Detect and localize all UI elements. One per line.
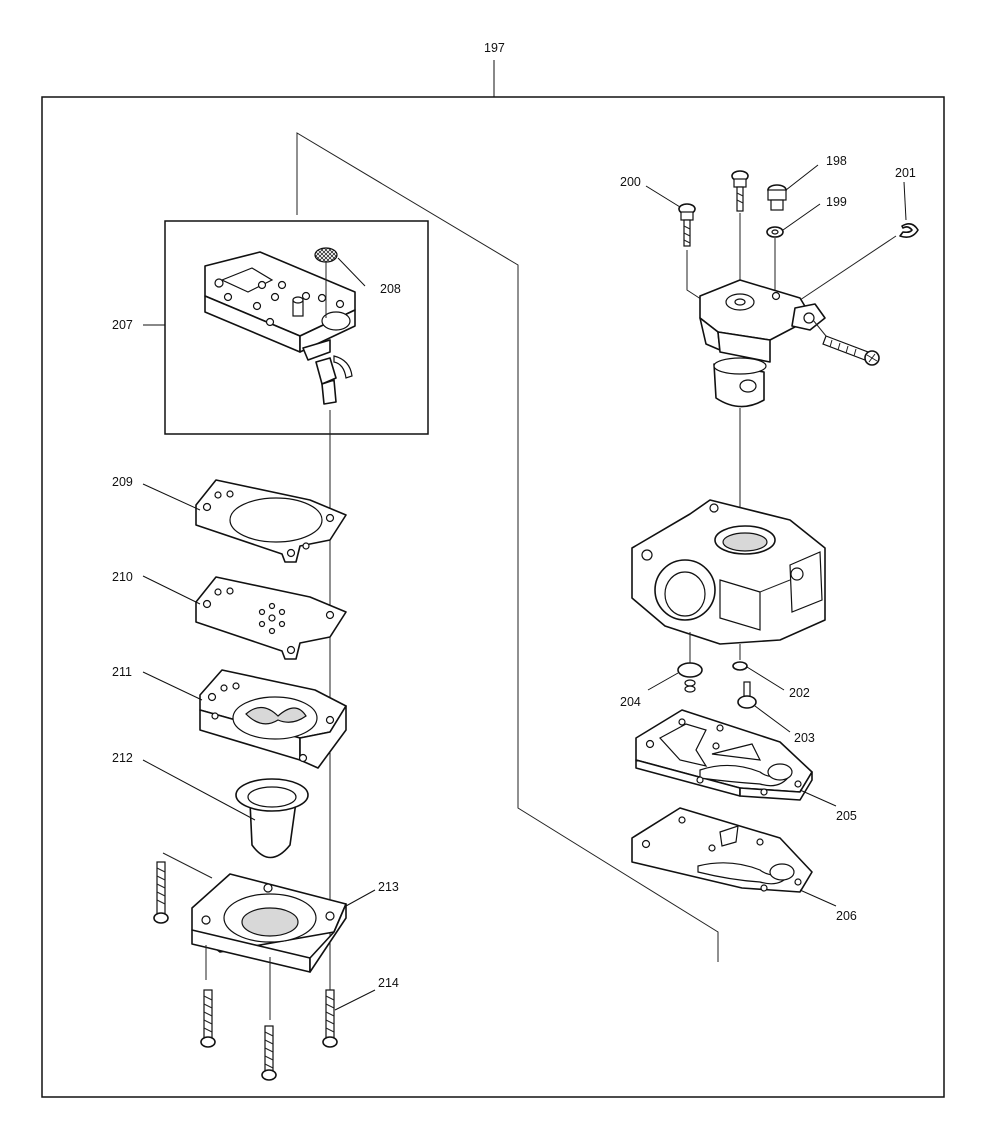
leader-203 — [754, 705, 791, 733]
part-208-screen — [314, 247, 338, 263]
part-200-screw — [678, 203, 696, 247]
label-213: 213 — [378, 880, 399, 894]
part-214-screw-c — [261, 1025, 277, 1081]
guide-213 — [162, 852, 213, 879]
part-202-oring — [732, 661, 748, 671]
part-204-valve — [677, 662, 703, 693]
leader-212 — [142, 759, 256, 821]
part-206-diaphragm — [631, 807, 813, 893]
leader-209 — [142, 483, 201, 511]
part-214-screw-b — [200, 989, 216, 1048]
part-throttle-assembly — [699, 279, 826, 408]
leader-205 — [799, 789, 837, 807]
label-206: 206 — [836, 909, 857, 923]
part-side-screw — [822, 335, 880, 366]
assembly-frame — [41, 96, 945, 1098]
part-214-screw-a — [153, 861, 169, 924]
leader-202 — [746, 666, 785, 691]
part-carburetor-body — [631, 499, 826, 645]
part-211-pump-body — [199, 669, 347, 769]
assembly-number-label: 197 — [484, 41, 505, 55]
label-202: 202 — [789, 686, 810, 700]
label-198: 198 — [826, 154, 847, 168]
leader-201 — [903, 181, 907, 221]
part-214-screw-d — [322, 989, 338, 1048]
part-top-screw — [731, 170, 749, 212]
part-209-gasket — [195, 479, 347, 563]
leader-206 — [799, 889, 837, 907]
label-204: 204 — [620, 695, 641, 709]
part-210-diaphragm — [195, 576, 347, 660]
guide-side-screw — [812, 319, 827, 337]
leader-204 — [647, 672, 679, 691]
leader-214 — [334, 989, 376, 1011]
label-205: 205 — [836, 809, 857, 823]
label-207: 207 — [112, 318, 133, 332]
leader-208 — [337, 257, 366, 287]
label-212: 212 — [112, 751, 133, 765]
label-201: 201 — [895, 166, 916, 180]
guide-201 — [799, 235, 897, 301]
leader-199 — [782, 203, 821, 231]
part-199-washer — [766, 226, 784, 238]
part-207-box — [164, 220, 429, 435]
label-211: 211 — [112, 665, 132, 679]
group-bracket — [296, 132, 719, 962]
part-207-pump-cover — [204, 251, 356, 405]
part-212-primer-bulb — [235, 778, 309, 859]
label-203: 203 — [794, 731, 815, 745]
leader-211 — [142, 671, 203, 701]
leader-198 — [785, 164, 819, 191]
label-209: 209 — [112, 475, 133, 489]
leader-210 — [142, 575, 201, 605]
leader-200 — [645, 185, 681, 208]
label-214: 214 — [378, 976, 399, 990]
part-203-needle — [737, 681, 757, 709]
leader-213 — [345, 889, 376, 907]
part-201-eclip — [899, 222, 919, 238]
part-205-plate — [635, 709, 813, 801]
part-198-plug — [767, 184, 787, 211]
label-200: 200 — [620, 175, 641, 189]
part-213-cover-plate — [191, 873, 347, 973]
label-208: 208 — [380, 282, 401, 296]
label-199: 199 — [826, 195, 847, 209]
label-210: 210 — [112, 570, 133, 584]
